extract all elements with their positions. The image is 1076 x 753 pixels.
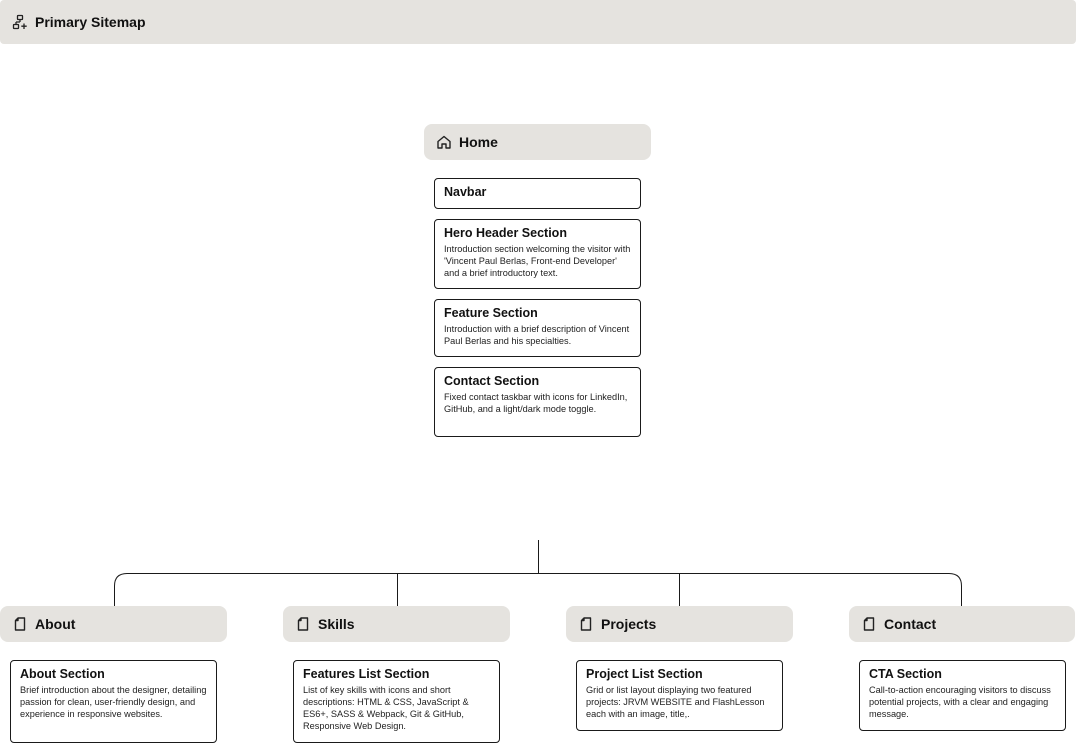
section-title: Hero Header Section <box>444 226 567 240</box>
page-icon <box>861 616 877 632</box>
page-header-about[interactable]: About <box>0 606 227 642</box>
page-icon <box>12 616 28 632</box>
section-description: List of key skills with icons and short … <box>303 685 469 731</box>
section-description: Brief introduction about the designer, d… <box>20 685 207 719</box>
section-description: Introduction section welcoming the visit… <box>444 244 631 278</box>
section-title: Contact Section <box>444 374 540 388</box>
section-title: CTA Section <box>869 667 942 681</box>
page-label-skills: Skills <box>318 616 355 632</box>
home-icon <box>436 134 452 150</box>
section-description: Fixed contact taskbar with icons for Lin… <box>444 392 628 414</box>
sitemap-title-bar: Primary Sitemap <box>0 0 1076 44</box>
section-description: Introduction with a brief description of… <box>444 324 630 346</box>
section-title: Features List Section <box>303 667 430 681</box>
sitemap-title: Primary Sitemap <box>35 14 146 30</box>
page-label-projects: Projects <box>601 616 657 632</box>
section-card-contact[interactable]: Contact Section Fixed contact taskbar wi… <box>434 367 641 437</box>
page-icon <box>578 616 594 632</box>
section-title: Navbar <box>444 185 487 199</box>
section-title: Feature Section <box>444 306 538 320</box>
section-description: Call-to-action encouraging visitors to d… <box>869 685 1051 719</box>
section-card-cta[interactable]: CTA Section Call-to-action encouraging v… <box>859 660 1066 731</box>
page-label-contact: Contact <box>884 616 937 632</box>
section-title: Project List Section <box>586 667 703 681</box>
page-header-skills[interactable]: Skills <box>283 606 510 642</box>
page-header-contact[interactable]: Contact <box>849 606 1075 642</box>
page-label-home: Home <box>459 134 498 150</box>
section-card-project-list[interactable]: Project List Section Grid or list layout… <box>576 660 783 731</box>
connector-horizontal <box>114 573 962 606</box>
page-header-home[interactable]: Home <box>424 124 651 160</box>
page-header-projects[interactable]: Projects <box>566 606 793 642</box>
page-label-about: About <box>35 616 76 632</box>
section-card-about[interactable]: About Section Brief introduction about t… <box>10 660 217 743</box>
section-title: About Section <box>20 667 105 681</box>
page-icon <box>295 616 311 632</box>
sitemap-icon <box>12 14 28 30</box>
section-card-hero-header[interactable]: Hero Header Section Introduction section… <box>434 219 641 289</box>
section-card-feature[interactable]: Feature Section Introduction with a brie… <box>434 299 641 357</box>
section-card-navbar[interactable]: Navbar <box>434 178 641 209</box>
section-description: Grid or list layout displaying two featu… <box>586 685 765 719</box>
section-card-features-list[interactable]: Features List Section List of key skills… <box>293 660 500 743</box>
